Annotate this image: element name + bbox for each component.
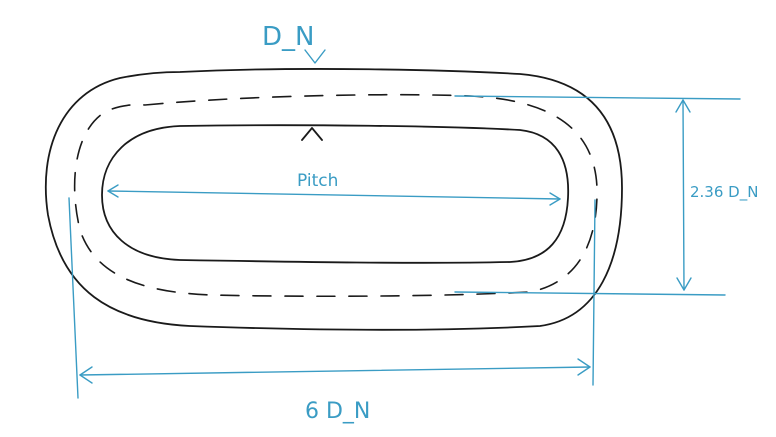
pitch-label: Pitch	[297, 171, 338, 191]
height-arrow-head-bottom	[676, 277, 692, 291]
inner-chevron-marker	[301, 127, 323, 141]
height-label: 2.36 D_N	[690, 183, 758, 202]
width-label: 6 D_N	[305, 399, 370, 424]
height-arrow-head-top	[675, 99, 691, 113]
top-chevron-marker	[304, 49, 326, 64]
height-extension-top	[454, 95, 741, 100]
pitch-arrow-line	[107, 190, 561, 200]
top-dn-label: D_N	[262, 22, 314, 52]
width-extension-right	[592, 199, 596, 386]
height-arrow-line	[682, 99, 685, 291]
outer-racetrack-outline	[44, 68, 623, 331]
height-extension-bottom	[454, 291, 726, 296]
width-arrow-head-left	[79, 366, 93, 384]
dashed-centerline	[73, 93, 598, 298]
inner-racetrack-outline	[101, 124, 570, 264]
width-arrow-head-right	[577, 358, 591, 376]
width-extension-left	[68, 197, 79, 399]
pitch-arrow-head-left	[107, 184, 119, 198]
width-arrow-line	[79, 366, 591, 376]
pitch-arrow-head-right	[549, 192, 561, 206]
